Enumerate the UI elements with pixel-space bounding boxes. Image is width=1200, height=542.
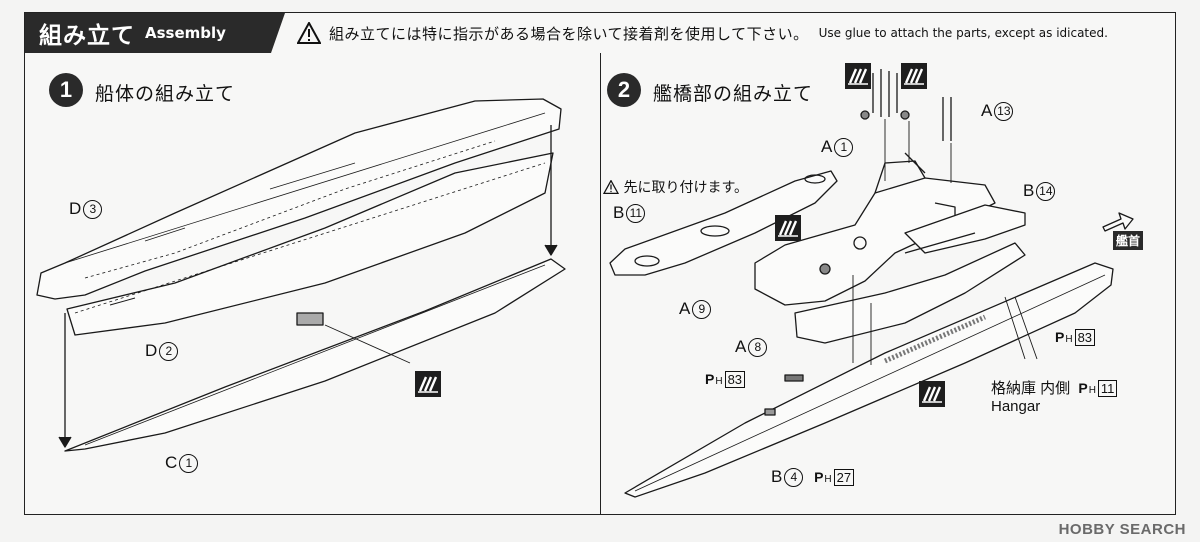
no-glue-icon [845, 63, 871, 89]
bow-label: 艦首 [1113, 231, 1144, 250]
part-a13-post [942, 97, 952, 141]
step-1-number: 1 [49, 73, 83, 107]
part-d2-hull-side [66, 152, 554, 336]
hangar-en-label: Hangar [991, 398, 1041, 415]
part-a1-mast [860, 69, 910, 120]
step-2-title: 艦橋部の組み立て [653, 83, 814, 105]
warning-icon [297, 22, 321, 44]
part-b11-bridge-base [609, 170, 838, 276]
part-d3-deck [36, 98, 562, 300]
header-title-jp: 組み立て [39, 23, 135, 49]
part-a8-hull-block [794, 232, 1026, 344]
part-c1-hull-bottom [64, 258, 566, 452]
assembly-diagram [36, 69, 1134, 498]
notice-text-jp: 組み立てには特に指示がある場合を除いて接着剤を使用して下さい。 [329, 24, 809, 43]
glue-notice: 組み立てには特に指示がある場合を除いて接着剤を使用して下さい。 Use glue… [283, 13, 1175, 53]
instruction-panel: 組み立て Assembly 組み立てには特に指示がある場合を除いて接着剤を使用し… [24, 12, 1176, 515]
warning-icon [602, 179, 620, 194]
no-glue-icon [901, 63, 927, 89]
step-divider [600, 53, 601, 514]
no-glue-icon [415, 371, 441, 397]
assembly-header: 組み立て Assembly [25, 13, 285, 53]
part-b14-hangar-side [904, 204, 1026, 254]
header-title-en: Assembly [145, 24, 226, 42]
notice-text-en: Use glue to attach the parts, except as … [818, 26, 1108, 40]
no-glue-icon [919, 381, 945, 407]
part-b4-main-hull [624, 262, 1114, 498]
step-2-number: 2 [607, 73, 641, 107]
watermark: HOBBY SEARCH [1058, 521, 1186, 538]
step-1-title: 船体の組み立て [95, 83, 236, 105]
no-glue-icon [775, 215, 801, 241]
pre-attach-note: 先に取り付けます。 [602, 177, 748, 197]
